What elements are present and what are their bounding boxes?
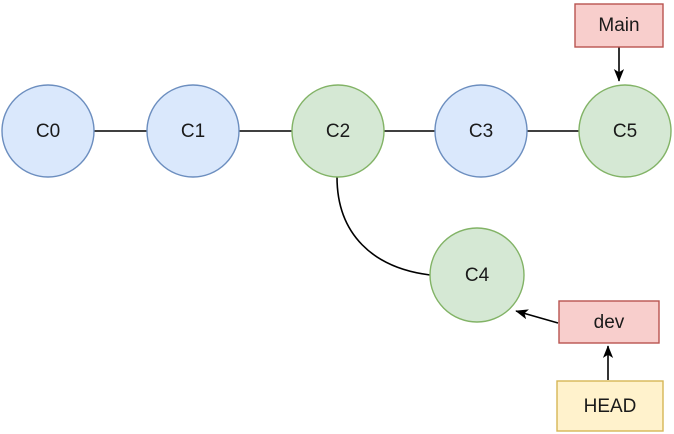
commit-circle-c2[interactable] — [291, 84, 385, 178]
commit-circle-c3[interactable] — [434, 84, 528, 178]
ref-box-rect-main[interactable] — [574, 3, 664, 48]
commit-circle-c5[interactable] — [578, 84, 672, 178]
commit-circle-c1[interactable] — [146, 84, 240, 178]
commit-circle-c4[interactable] — [429, 227, 525, 323]
commit-node-c3[interactable]: C3 — [434, 84, 528, 178]
commit-node-c2[interactable]: C2 — [291, 84, 385, 178]
edge-layer — [94, 47, 625, 380]
edge-c2-c4 — [336, 176, 431, 276]
commit-circle-c0[interactable] — [1, 84, 95, 178]
commit-node-c0[interactable]: C0 — [1, 84, 95, 178]
commit-node-c4[interactable]: C4 — [429, 227, 525, 323]
ref-box-dev[interactable]: dev — [558, 300, 660, 344]
commit-node-c5[interactable]: C5 — [578, 84, 672, 178]
commit-node-c1[interactable]: C1 — [146, 84, 240, 178]
ref-box-rect-dev[interactable] — [558, 300, 660, 344]
ref-box-head[interactable]: HEAD — [556, 380, 664, 432]
ref-box-rect-head[interactable] — [556, 380, 664, 432]
ref-box-main[interactable]: Main — [574, 3, 664, 48]
edge-dev-to-c4 — [515, 309, 559, 324]
